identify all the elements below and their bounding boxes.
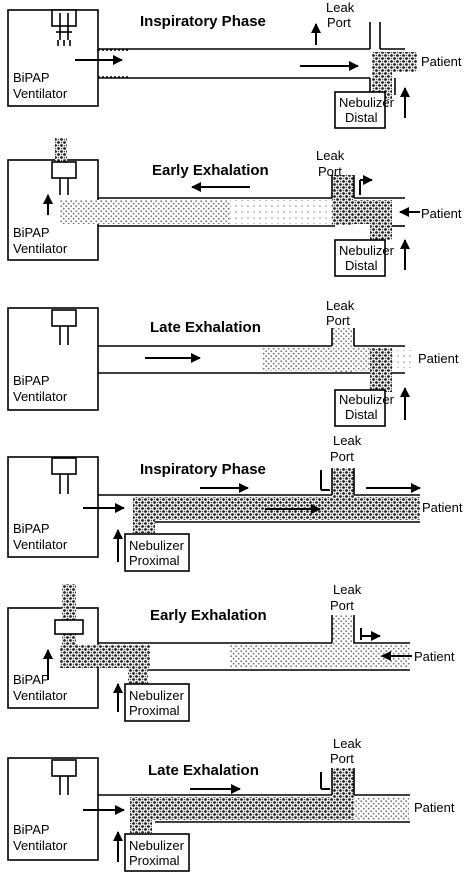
panel-title: Early Exhalation [150, 607, 267, 624]
panel-title: Late Exhalation [150, 319, 261, 336]
nebulizer-label-2: Distal [345, 258, 378, 273]
ventilator-label-1: BiPAP [13, 822, 50, 837]
patient-label: Patient [414, 800, 455, 815]
patient-label: Patient [414, 649, 455, 664]
patient-label: Patient [422, 500, 463, 515]
ventilator-label-2: Ventilator [13, 688, 68, 703]
exhalation-valve-icon [51, 759, 77, 795]
panel-title: Late Exhalation [148, 762, 259, 779]
ventilator-label-1: BiPAP [13, 672, 50, 687]
nebulizer-label-1: Nebulizer [129, 688, 185, 703]
ventilator-label-1: BiPAP [13, 70, 50, 85]
leak-label-2: Port [327, 15, 351, 30]
panel-title: Inspiratory Phase [140, 461, 266, 478]
ventilator-label-1: BiPAP [13, 521, 50, 536]
exhalation-valve-icon [54, 619, 84, 635]
panel-1: BiPAP Ventilator Inspiratory Phase Leak … [7, 0, 462, 129]
panel-5: BiPAP Ventilator Early Exhalation Leak P… [7, 582, 455, 722]
ventilator-label-2: Ventilator [13, 389, 68, 404]
nebulizer-box [124, 683, 190, 722]
nebulizer-label-1: Nebulizer [339, 392, 395, 407]
leak-label-1: Leak [333, 582, 362, 597]
nebulizer-label-2: Proximal [129, 553, 180, 568]
patient-label: Patient [421, 54, 462, 69]
exhalation-valve-icon [51, 9, 77, 46]
nebulizer-box [124, 533, 190, 572]
nebulizer-label-1: Nebulizer [339, 243, 395, 258]
leak-label-2: Port [330, 598, 354, 613]
ventilator-label-2: Ventilator [13, 86, 68, 101]
leak-label-1: Leak [333, 433, 362, 448]
leak-label-1: Leak [326, 298, 355, 313]
nebulizer-box [334, 91, 386, 129]
patient-label: Patient [418, 351, 459, 366]
aerosol-plume [55, 138, 67, 162]
nebulizer-box [334, 389, 386, 427]
panel-2: BiPAP Ventilator Early Exhalation Leak P… [7, 138, 462, 277]
exhalation-valve-icon [51, 309, 77, 345]
ventilator-label-2: Ventilator [13, 537, 68, 552]
panel-title: Early Exhalation [152, 162, 269, 179]
nebulizer-box [124, 833, 190, 872]
nebulizer-box [334, 239, 386, 277]
ventilator-label-2: Ventilator [13, 838, 68, 853]
panel-3: BiPAP Ventilator Late Exhalation Leak Po… [7, 298, 459, 427]
exhalation-valve-icon [51, 161, 77, 195]
nebulizer-label-2: Distal [345, 110, 378, 125]
panel-6: BiPAP Ventilator Late Exhalation Leak Po… [7, 736, 455, 872]
nebulizer-label-2: Proximal [129, 703, 180, 718]
leak-label-2: Port [330, 449, 354, 464]
panel-title: Inspiratory Phase [140, 13, 266, 30]
nebulizer-label-1: Nebulizer [129, 538, 185, 553]
ventilator-label-1: BiPAP [13, 225, 50, 240]
leak-label-1: Leak [333, 736, 362, 751]
leak-label-2: Port [330, 751, 354, 766]
leak-label-1: Leak [326, 0, 355, 15]
nebulizer-label-2: Proximal [129, 853, 180, 868]
aerosol-plume [62, 584, 76, 654]
leak-label-2: Port [326, 313, 350, 328]
exhalation-valve-icon [51, 457, 77, 494]
leak-label-1: Leak [316, 148, 345, 163]
panel-4: BiPAP Ventilator Inspiratory Phase Leak … [7, 433, 463, 572]
nebulizer-label-1: Nebulizer [129, 838, 185, 853]
nebulizer-label-2: Distal [345, 407, 378, 422]
leak-label-2: Port [318, 164, 342, 179]
patient-label: Patient [421, 206, 462, 221]
nebulizer-label-1: Nebulizer [339, 95, 395, 110]
ventilator-label-2: Ventilator [13, 241, 68, 256]
ventilator-label-1: BiPAP [13, 373, 50, 388]
